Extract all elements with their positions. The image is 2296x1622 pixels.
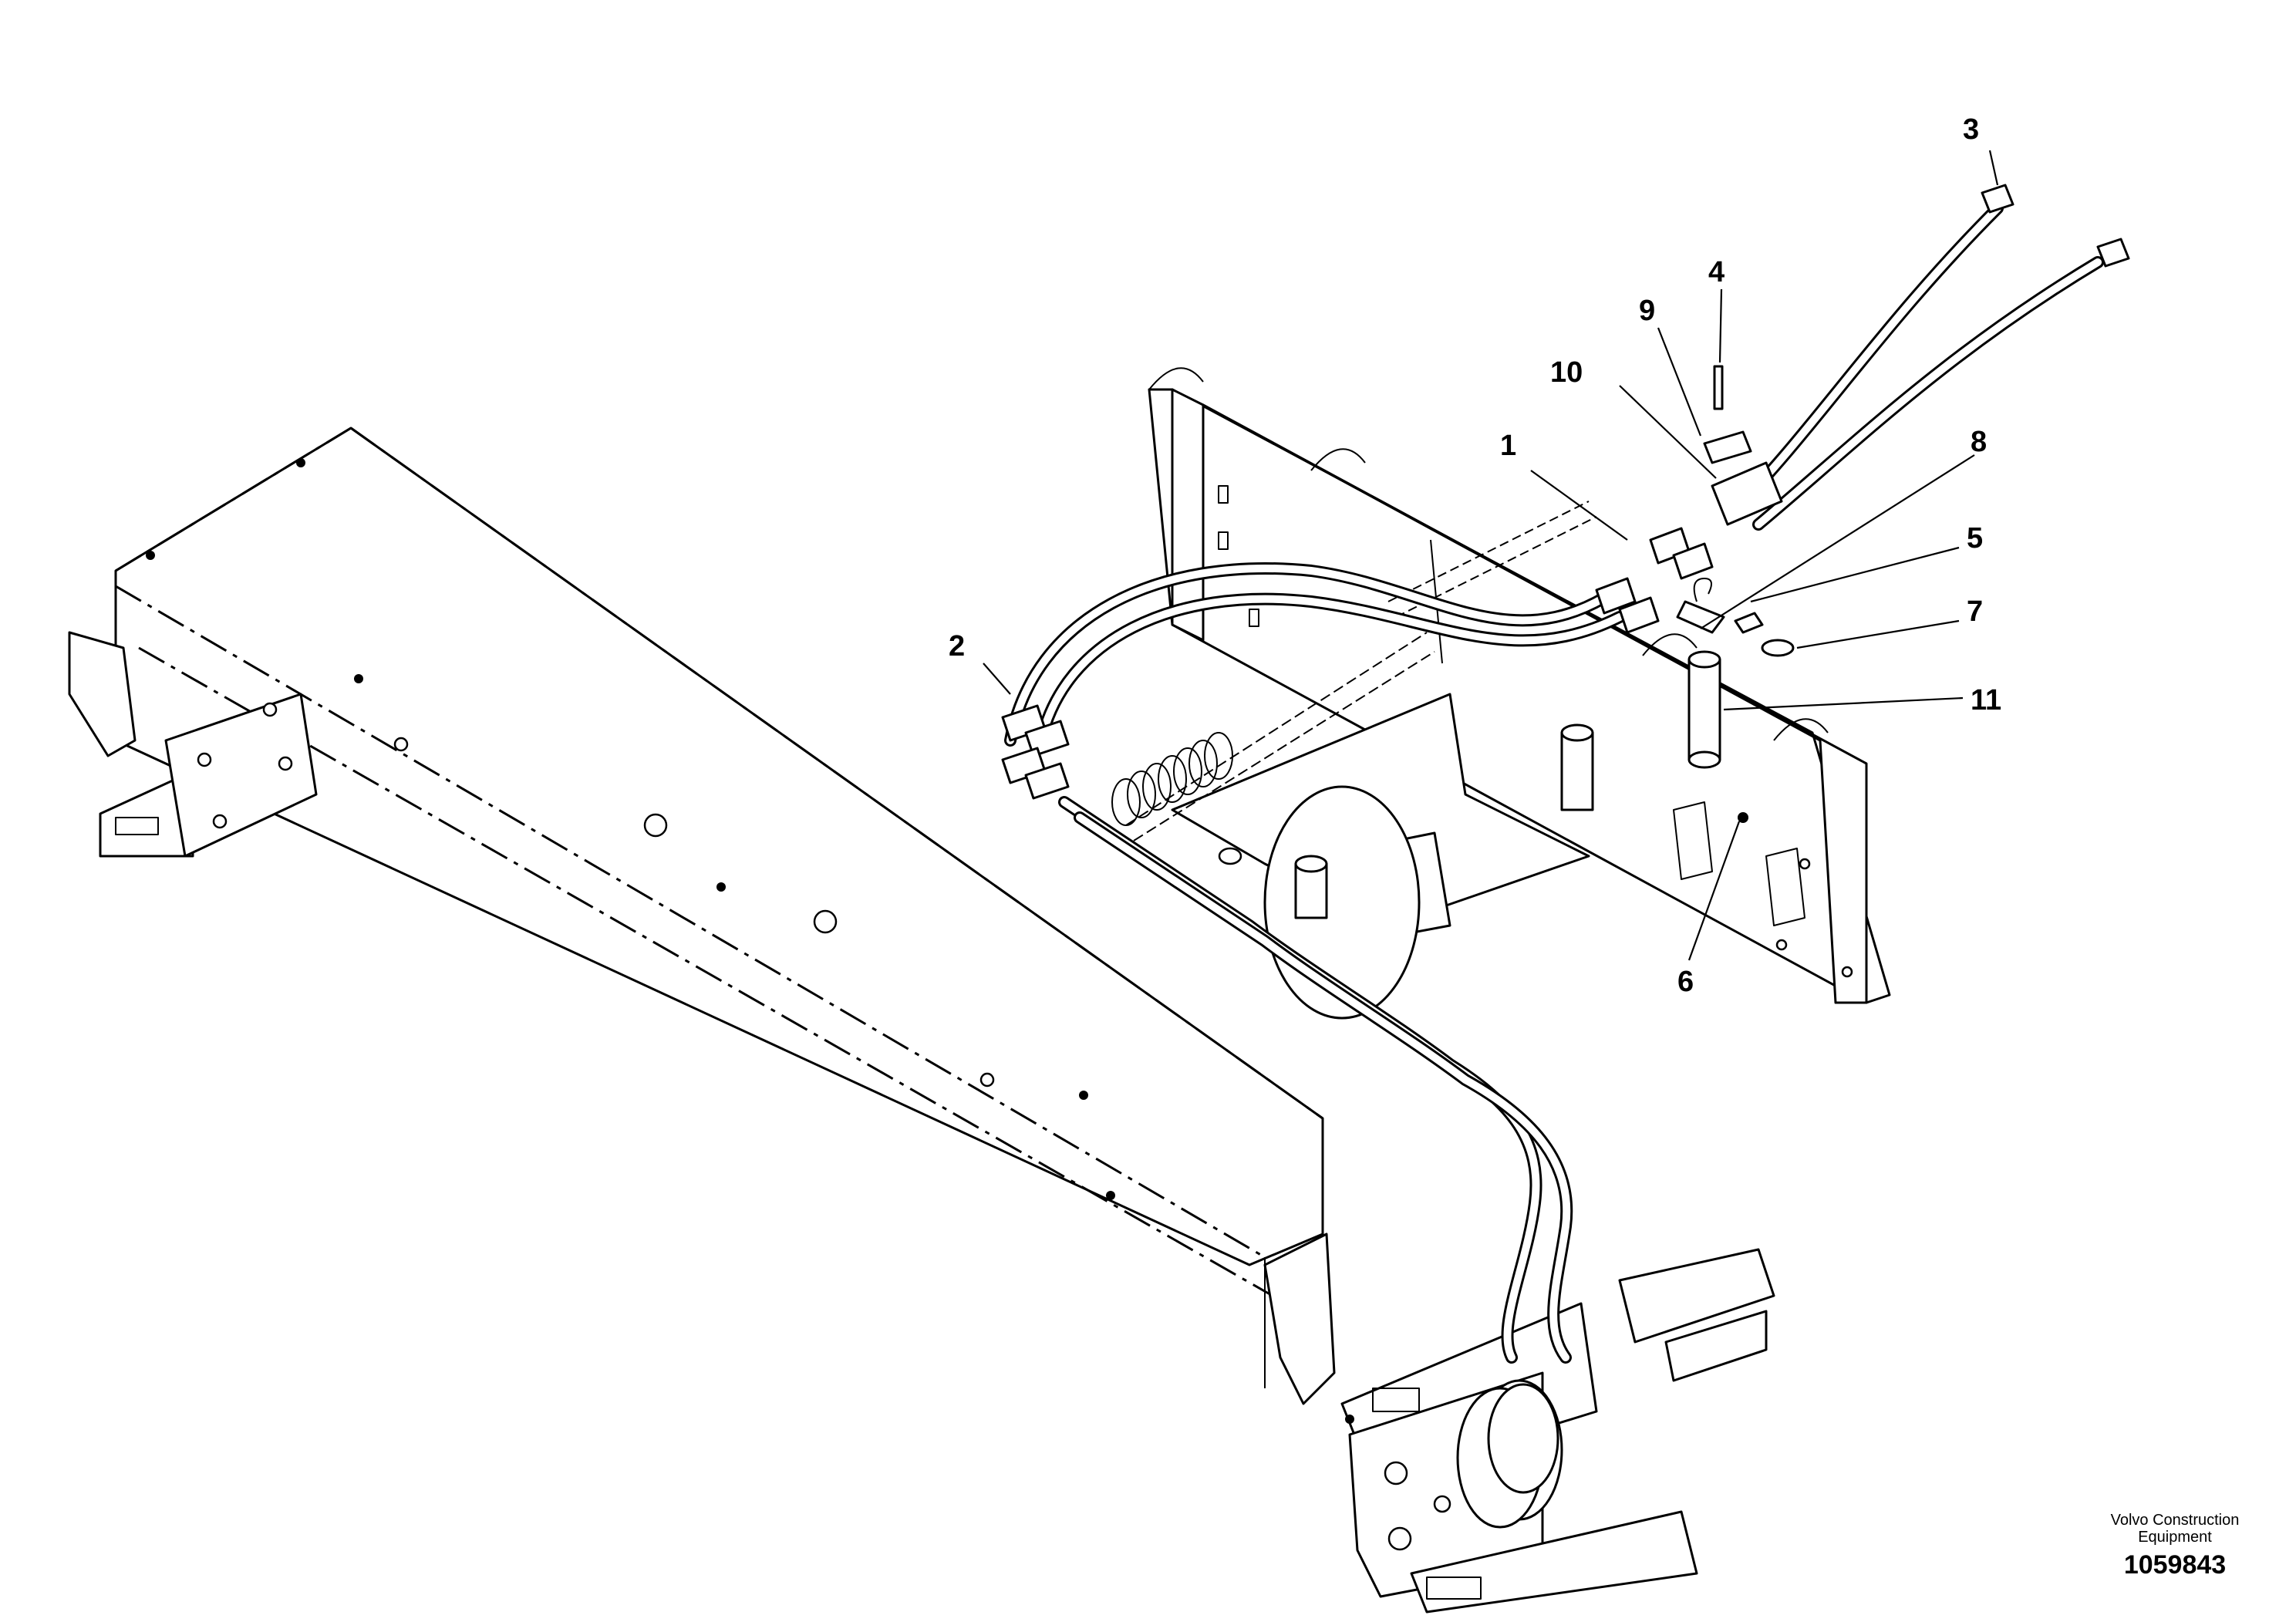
callout-labels: 1 2 3 4 5 6 7 8 9 10 11 — [949, 113, 2001, 998]
leader-11 — [1723, 696, 1964, 711]
callout-8: 8 — [1971, 426, 1987, 458]
chain-and-spring — [1111, 501, 1597, 841]
brand-name: Volvo Construction Equipment — [2082, 1512, 2267, 1546]
leader-lines — [983, 150, 1999, 961]
leader-2 — [983, 663, 1011, 695]
brand-line-2: Equipment — [2138, 1529, 2212, 1546]
leader-4 — [1718, 288, 1723, 363]
callout-9: 9 — [1639, 295, 1655, 327]
leader-6 — [1687, 821, 1741, 961]
callout-10: 10 — [1550, 356, 1583, 389]
couplers — [1001, 184, 2130, 800]
leader-3 — [1988, 150, 1999, 186]
callout-6: 6 — [1677, 966, 1694, 998]
main-beam — [114, 427, 1324, 1388]
image-number: 1059843 — [2123, 1550, 2227, 1580]
leader-9 — [1657, 327, 1702, 437]
callout-11: 11 — [1971, 684, 2001, 717]
callout-3: 3 — [1963, 113, 1979, 146]
right-end-assembly — [1263, 1233, 1775, 1614]
leader-5 — [1750, 546, 1960, 603]
brand-block: Volvo Construction Equipment 1059843 — [2082, 1512, 2267, 1580]
left-end-bracket — [68, 631, 409, 858]
callout-5: 5 — [1967, 522, 1983, 555]
hydraulic-hoses — [1004, 202, 2104, 1364]
leader-10 — [1619, 385, 1717, 479]
post-assembly — [1676, 578, 1748, 823]
leader-8 — [1700, 454, 1975, 629]
callout-2: 2 — [949, 630, 965, 663]
callout-1: 1 — [1500, 430, 1516, 462]
leader-7 — [1796, 619, 1960, 649]
leader-1 — [1530, 470, 1628, 541]
callout-4: 4 — [1708, 256, 1725, 288]
brand-line-1: Volvo Construction — [2110, 1512, 2240, 1529]
callout-7: 7 — [1967, 595, 1983, 628]
